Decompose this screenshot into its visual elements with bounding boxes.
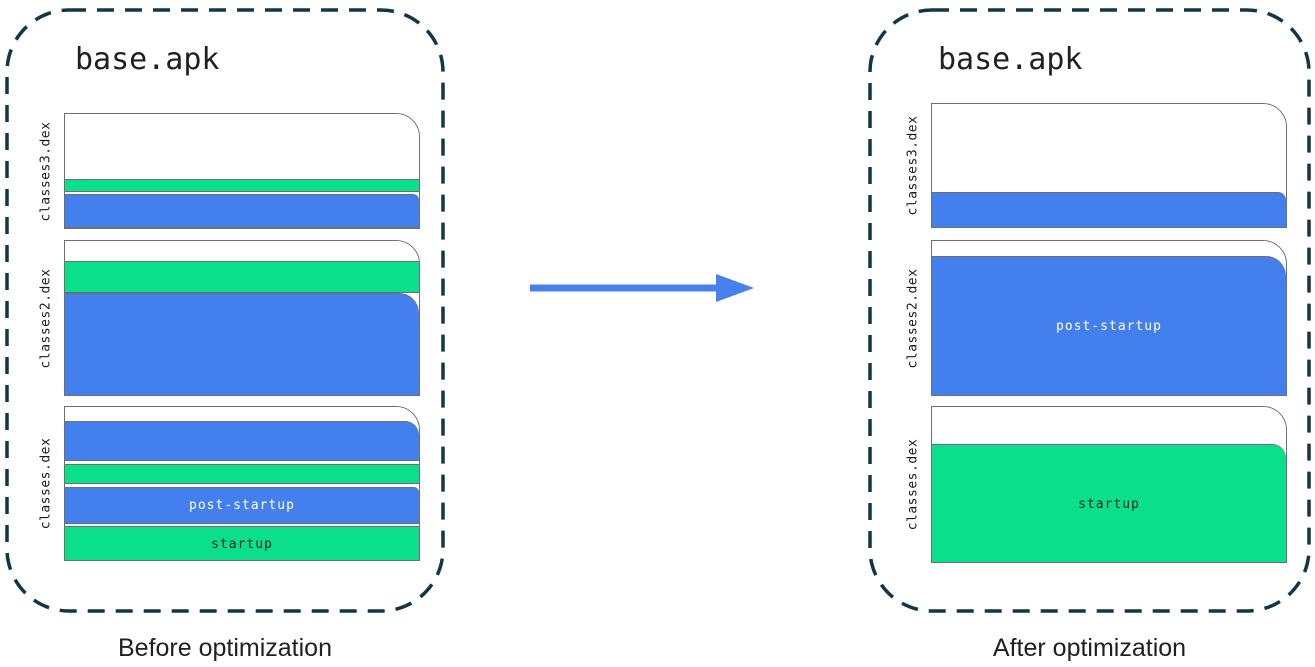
segment-label: startup: [211, 536, 273, 552]
startup-segment: startup: [65, 526, 419, 560]
startup-segment: startup: [932, 444, 1286, 562]
file-page: post-startup: [931, 240, 1287, 396]
segment-label: post-startup: [189, 498, 295, 513]
file-name-label: classes3.dex: [38, 121, 54, 221]
file-name-label: classes2.dex: [905, 268, 921, 368]
file-page: [931, 103, 1287, 228]
optimization-arrow-icon: [530, 274, 754, 302]
white-segment: [65, 192, 419, 194]
apk-title: base.apk: [75, 42, 220, 77]
green-segment: [65, 261, 419, 293]
white-segment: [65, 484, 419, 487]
file-classes-dex: classes.dex post-startup startup: [39, 406, 420, 561]
file-page: [64, 240, 420, 396]
blue-segment: [65, 293, 419, 395]
file-stack-before: classes3.dex classes2.dex classes.dex post-…: [5, 8, 445, 613]
caption-after-optimization: After optimization: [992, 634, 1187, 662]
file-classes3-dex: classes3.dex: [906, 103, 1287, 228]
file-classes-dex: classes.dex startup: [906, 406, 1287, 563]
apk-title: base.apk: [938, 42, 1083, 77]
dashed-apk-border: [868, 8, 1311, 613]
segment-label: post-startup: [1056, 319, 1162, 334]
segment-label: startup: [1078, 496, 1140, 512]
white-segment: [65, 241, 419, 261]
blue-segment: [65, 421, 419, 461]
file-classes2-dex: classes2.dex: [39, 240, 420, 396]
blue-segment: [65, 194, 419, 228]
white-segment: [65, 524, 419, 526]
file-classes3-dex: classes3.dex: [39, 113, 420, 229]
file-name-label: classes2.dex: [38, 268, 54, 368]
post-startup-segment: post-startup: [932, 256, 1286, 395]
blue-segment: [932, 192, 1286, 227]
file-page: post-startup startup: [64, 406, 420, 561]
post-startup-segment: post-startup: [65, 487, 419, 524]
white-segment: [65, 461, 419, 464]
green-segment: [65, 179, 419, 192]
file-page: startup: [931, 406, 1287, 563]
white-segment: [65, 114, 419, 179]
file-name-label: classes.dex: [38, 437, 54, 530]
white-segment: [932, 407, 1286, 444]
file-page: [64, 113, 420, 229]
green-segment: [65, 464, 419, 484]
file-classes2-dex: classes2.dex post-startup: [906, 240, 1287, 396]
white-segment: [932, 104, 1286, 192]
caption-before-optimization: Before optimization: [117, 634, 332, 662]
file-name-label: classes3.dex: [905, 115, 921, 216]
white-segment: [65, 407, 419, 421]
dashed-apk-border: [5, 8, 445, 613]
white-segment: [932, 241, 1286, 256]
file-name-label: classes.dex: [905, 438, 921, 531]
